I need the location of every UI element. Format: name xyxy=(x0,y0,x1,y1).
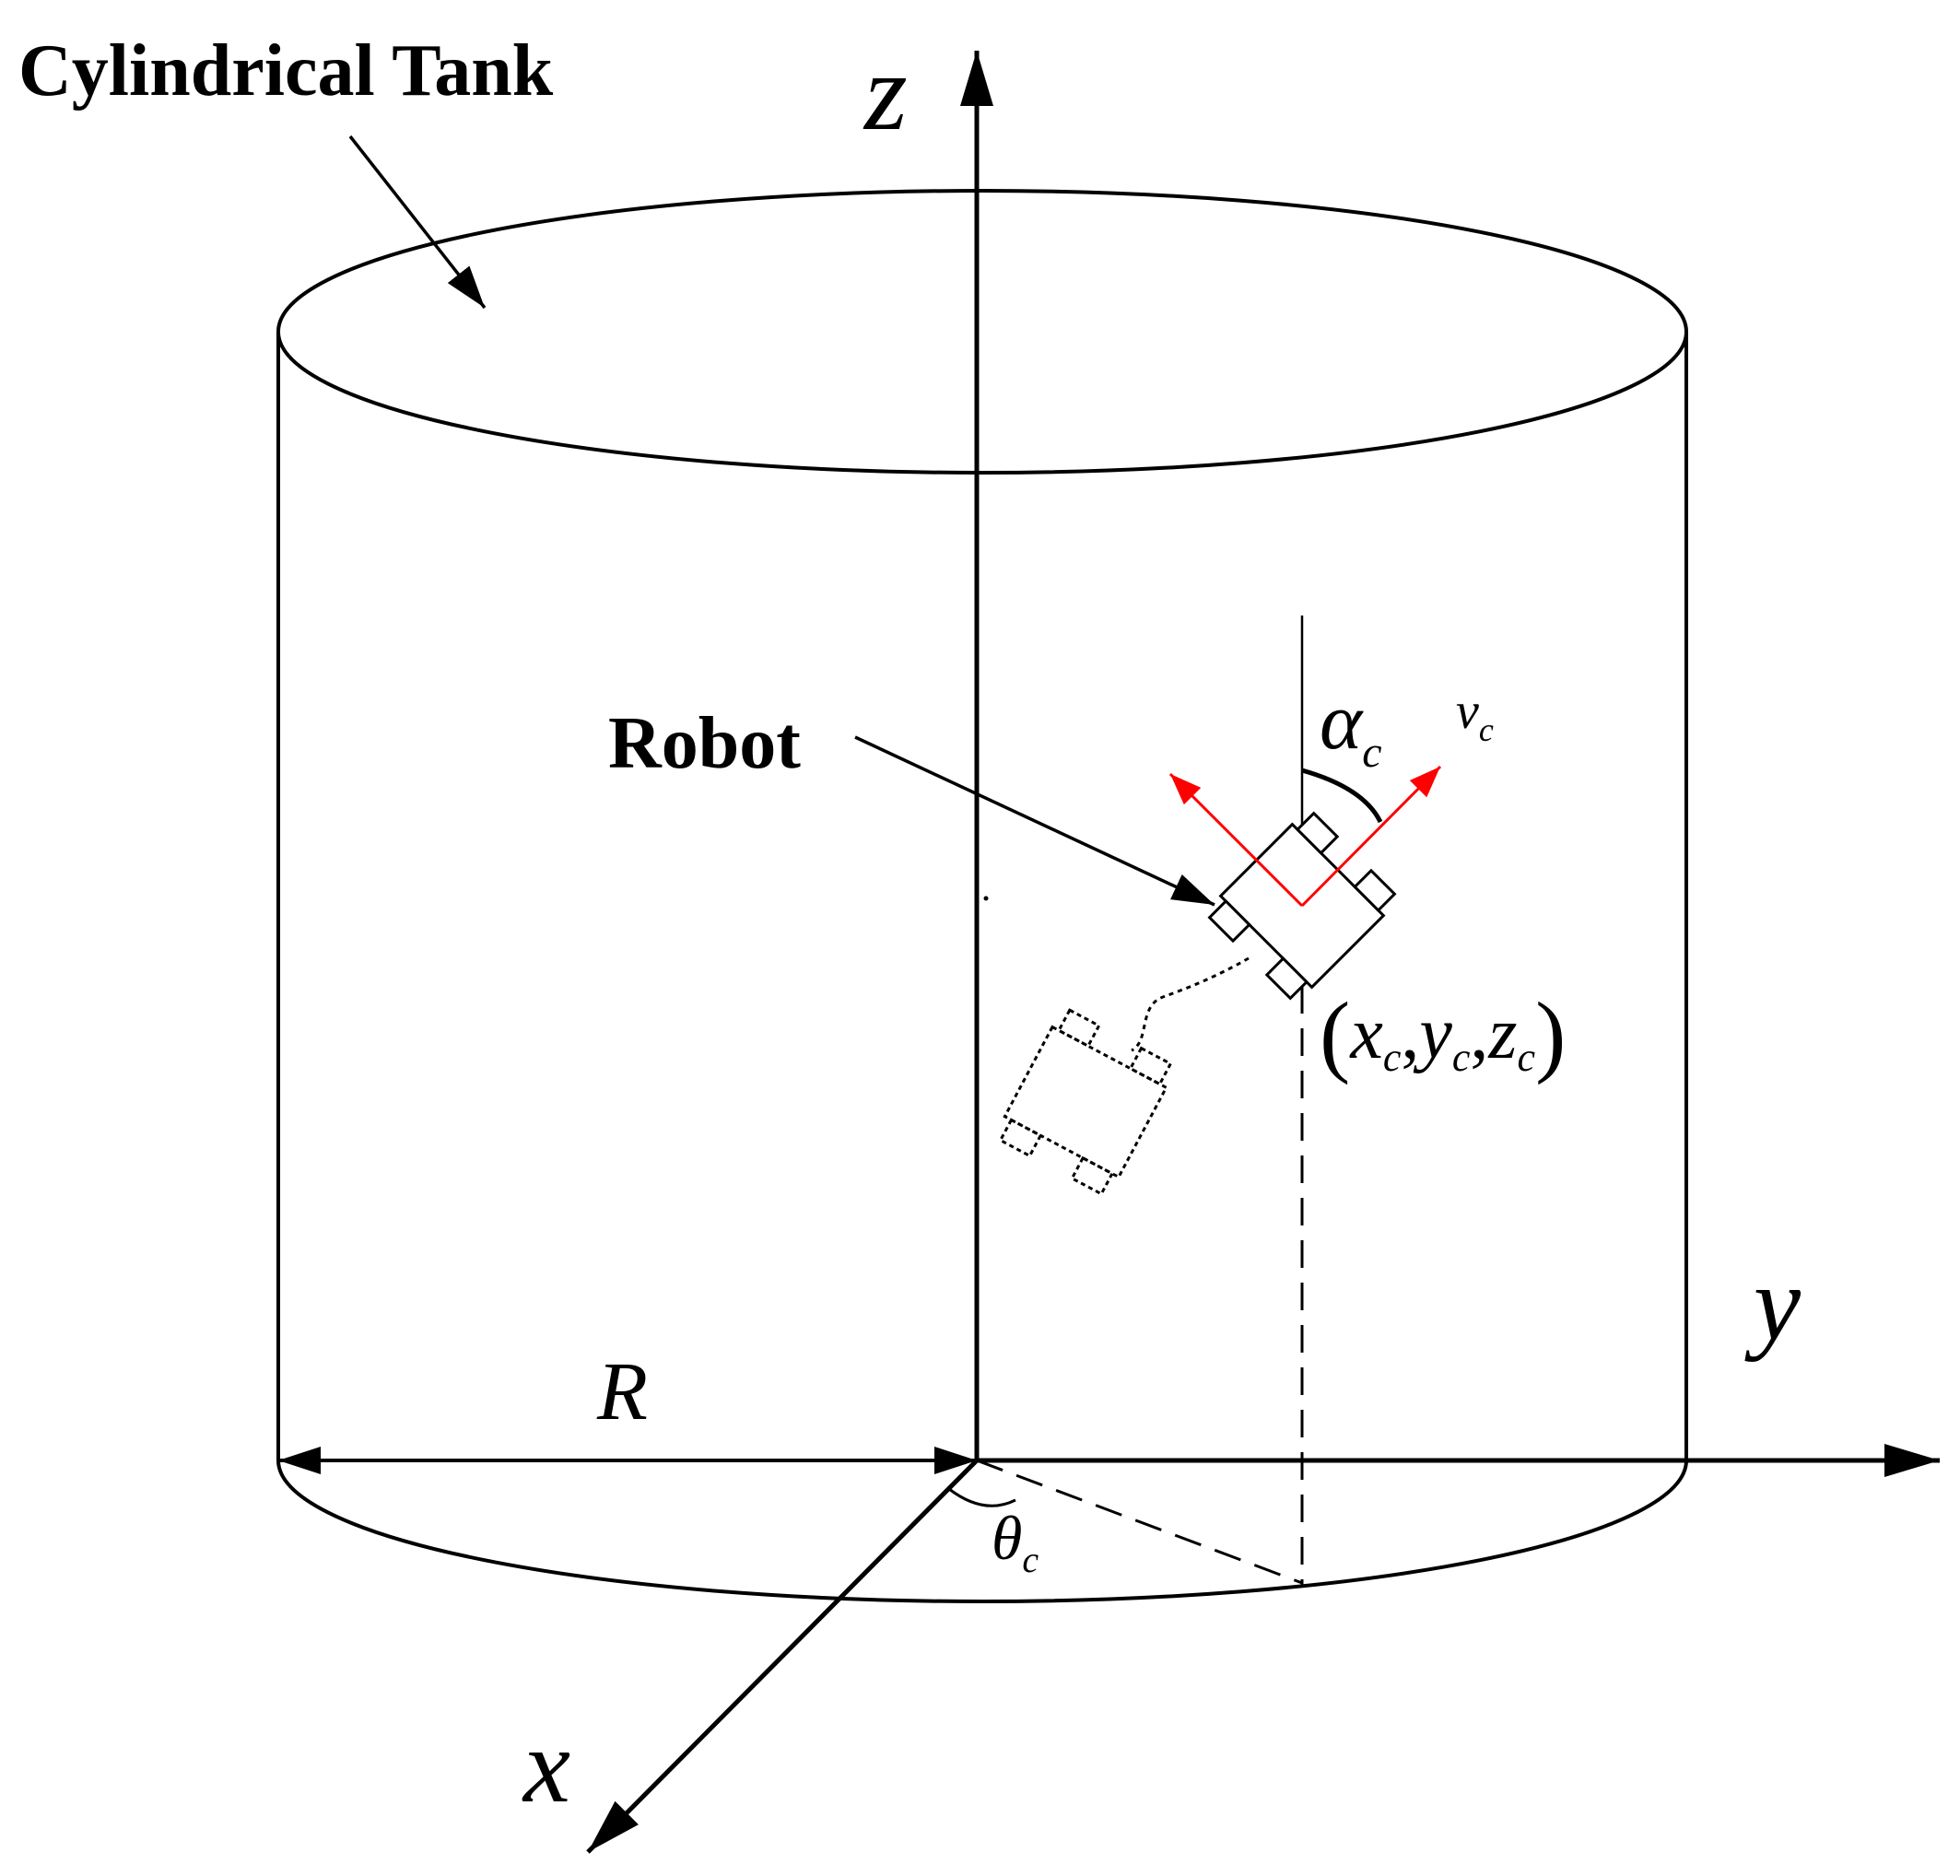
coord-z-subscript: c xyxy=(1518,1035,1536,1080)
robot-previous-body xyxy=(1003,1025,1168,1179)
tank-pointer-arrow xyxy=(348,135,487,310)
robot-wheel xyxy=(1295,811,1340,855)
robot-previous-wheel xyxy=(1128,1046,1173,1086)
tank-label: Cylindrical Tank xyxy=(18,30,554,111)
coord-x-subscript: c xyxy=(1383,1035,1402,1080)
coordinate-label: (xc,yc,zc) xyxy=(1320,983,1566,1085)
cylinder xyxy=(276,189,1688,1603)
robot-previous-wheel xyxy=(998,1118,1043,1158)
x-axis xyxy=(586,1459,979,1854)
robot-previous xyxy=(998,1008,1173,1196)
robot-previous-wheel xyxy=(1057,1008,1101,1049)
cylinder-top-ellipse xyxy=(276,189,1688,475)
alpha-symbol: α xyxy=(1320,677,1364,767)
radius-label: R xyxy=(596,1346,648,1437)
lateral-arrow xyxy=(1168,772,1304,908)
robot-trajectory-dotted xyxy=(1131,956,1250,1052)
theta-angle-arc xyxy=(948,1487,1016,1507)
coord-y: y xyxy=(1413,993,1452,1074)
cylinder-bottom-arc xyxy=(276,1460,1688,1603)
velocity-frame xyxy=(1168,765,1442,908)
coord-comma: , xyxy=(1401,993,1419,1074)
coord-z: z xyxy=(1487,993,1517,1074)
robot-previous-wheel xyxy=(1070,1155,1114,1196)
axes xyxy=(586,51,1940,1854)
robot-wheel xyxy=(1207,898,1251,944)
z-axis-label: z xyxy=(863,30,908,153)
velocity-symbol: v xyxy=(1456,683,1479,740)
velocity-label: vc xyxy=(1456,683,1494,748)
coord-x: x xyxy=(1349,993,1383,1074)
coord-y-subscript: c xyxy=(1452,1035,1471,1080)
robot-wheel xyxy=(1264,956,1309,1001)
coord-close-paren: ) xyxy=(1535,983,1566,1085)
alpha-subscript: c xyxy=(1362,728,1381,777)
theta-symbol: θ xyxy=(992,1503,1022,1573)
alpha-label: αc xyxy=(1320,677,1382,777)
robot-label: Robot xyxy=(608,703,801,784)
y-axis-label: y xyxy=(1744,1245,1802,1362)
alpha-angle-arc xyxy=(1301,768,1383,824)
velocity-subscript: c xyxy=(1479,711,1494,748)
robot-wheel xyxy=(1353,868,1397,913)
theta-subscript: c xyxy=(1022,1539,1039,1580)
velocity-arrow xyxy=(1300,765,1442,908)
robot-pointer-arrow xyxy=(854,735,1215,907)
theta-label: θc xyxy=(992,1503,1039,1580)
coord-open-paren: ( xyxy=(1320,983,1350,1085)
floor-projection-dashed xyxy=(976,1459,1303,1585)
coord-comma: , xyxy=(1470,993,1488,1074)
origin-marker-dot xyxy=(983,896,989,901)
projection-lines xyxy=(948,616,1383,1585)
x-axis-label: x xyxy=(522,1707,570,1824)
